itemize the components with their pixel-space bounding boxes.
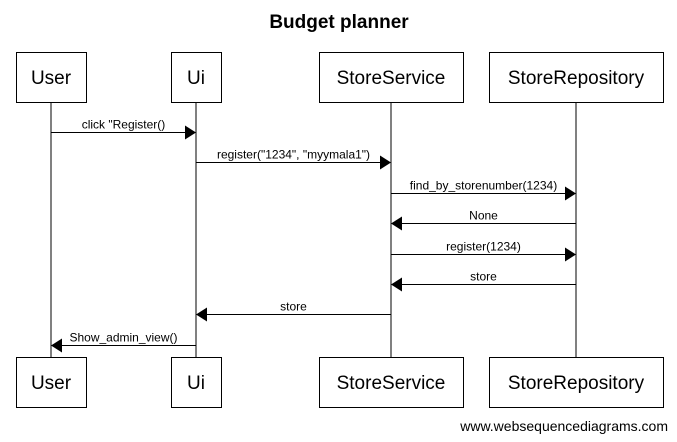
participant-storeservice-top: StoreService: [319, 52, 464, 103]
participant-box: [171, 52, 222, 103]
participant-label: Ui: [187, 68, 205, 89]
arrowhead: [391, 277, 402, 292]
participant-label: Ui: [187, 373, 205, 394]
footer-credit: www.websequencediagrams.com: [459, 418, 668, 434]
participant-storerepository-bottom: StoreRepository: [489, 357, 664, 408]
arrowhead: [185, 125, 196, 140]
participant-box: [16, 357, 87, 408]
message-4: None: [391, 209, 576, 231]
messages: click "Register() register("1234", "myyma…: [51, 118, 576, 353]
arrowhead: [51, 338, 62, 353]
lifelines: [50, 102, 577, 357]
participant-box: [319, 357, 464, 408]
message-label: None: [469, 209, 498, 223]
participant-ui-bottom: Ui: [171, 357, 222, 408]
participant-user-top: User: [16, 52, 87, 103]
participant-label: StoreRepository: [508, 68, 645, 89]
participant-storeservice-bottom: StoreService: [319, 357, 464, 408]
arrowhead: [391, 216, 402, 231]
participant-label: StoreService: [337, 68, 446, 89]
participant-box: [489, 357, 664, 408]
message-2: register("1234", "myymala1"): [196, 148, 391, 170]
participant-ui-top: Ui: [171, 52, 222, 103]
participant-box: [171, 357, 222, 408]
participant-label: StoreRepository: [508, 373, 645, 394]
message-6: store: [391, 270, 576, 292]
message-5: register(1234): [391, 240, 576, 262]
message-label: click "Register(): [82, 118, 166, 132]
participant-box: [489, 52, 664, 103]
message-3: find_by_storenumber(1234): [391, 179, 576, 201]
participant-storerepository-top: StoreRepository: [489, 52, 664, 103]
participant-user-bottom: User: [16, 357, 87, 408]
message-label: find_by_storenumber(1234): [410, 179, 557, 193]
message-1: click "Register(): [51, 118, 196, 140]
message-8: Show_admin_view(): [51, 331, 196, 353]
diagram-title: Budget planner: [269, 12, 409, 33]
participants-bottom: User Ui StoreService StoreRepository: [16, 357, 664, 408]
arrowhead: [565, 247, 576, 262]
arrowhead: [565, 186, 576, 201]
message-label: store: [470, 270, 497, 284]
arrowhead: [196, 307, 207, 322]
participant-label: User: [31, 68, 72, 89]
participants-top: User Ui StoreService StoreRepository: [16, 52, 664, 103]
message-7: store: [196, 300, 391, 322]
participant-label: User: [31, 373, 72, 394]
message-label: register(1234): [446, 240, 521, 254]
message-label: store: [280, 300, 307, 314]
participant-box: [319, 52, 464, 103]
arrowhead: [380, 155, 391, 170]
message-label: Show_admin_view(): [69, 331, 177, 345]
participant-label: StoreService: [337, 373, 446, 394]
message-label: register("1234", "myymala1"): [217, 148, 370, 162]
participant-box: [16, 52, 87, 103]
